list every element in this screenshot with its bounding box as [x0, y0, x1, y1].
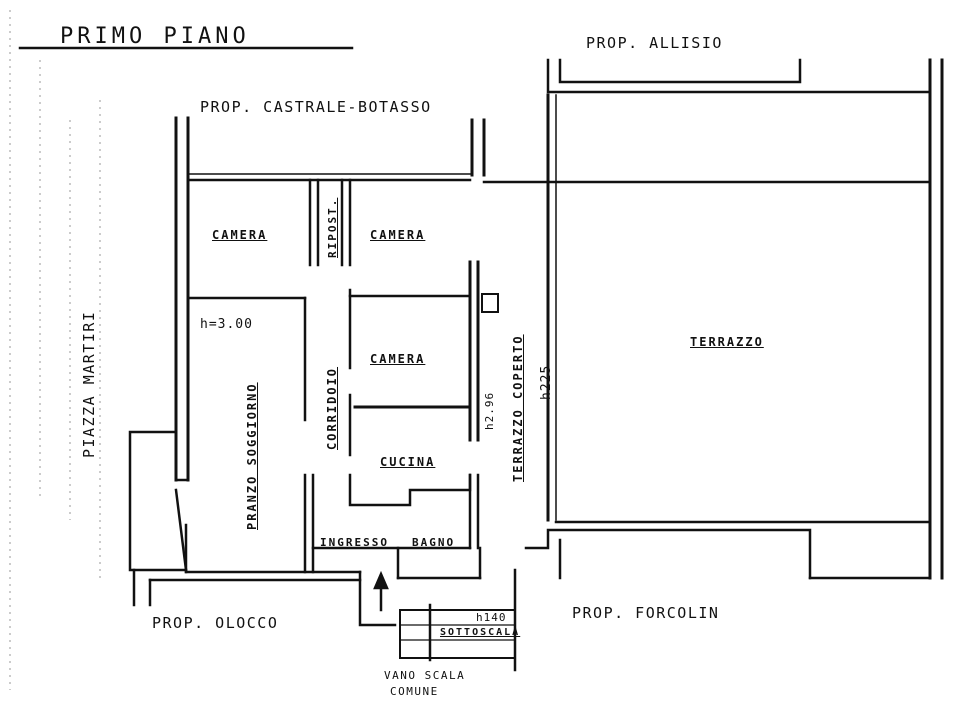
vano-scala-label-1: VANO SCALA — [384, 669, 466, 682]
room-terrazzo-coperto: TERRAZZO COPERTO — [511, 334, 525, 482]
height-soggiorno: h=3.00 — [200, 317, 253, 332]
room-terrazzo: TERRAZZO — [690, 335, 764, 349]
room-cucina: CUCINA — [380, 455, 436, 469]
room-camera-left: CAMERA — [212, 228, 268, 242]
vano-scala-label-2: COMUNE — [390, 685, 439, 698]
height-sottoscala: h140 — [476, 611, 507, 624]
height-terrace: h225 — [539, 364, 554, 400]
neighbor-south-left: PROP. OLOCCO — [152, 614, 279, 632]
room-soggiorno: PRANZO SOGGIORNO — [245, 382, 259, 530]
room-camera-right: CAMERA — [370, 228, 426, 242]
street-label: PIAZZA MARTIRI — [80, 310, 98, 458]
neighbor-south-right: PROP. FORCOLIN — [572, 604, 720, 622]
neighbor-north-left: PROP. CASTRALE-BOTASSO — [200, 98, 432, 116]
room-bagno: BAGNO — [412, 536, 456, 549]
room-sottoscala: SOTTOSCALA — [440, 627, 521, 638]
room-ripostiglio: RIPOST. — [326, 197, 339, 258]
neighbor-north-right: PROP. ALLISIO — [586, 34, 723, 52]
drawing-title: PRIMO PIANO — [60, 24, 250, 49]
height-corridor: h2.96 — [483, 391, 496, 430]
room-corridoio: CORRIDOIO — [325, 366, 339, 450]
room-ingresso: INGRESSO — [320, 536, 389, 549]
room-camera-middle: CAMERA — [370, 352, 426, 366]
